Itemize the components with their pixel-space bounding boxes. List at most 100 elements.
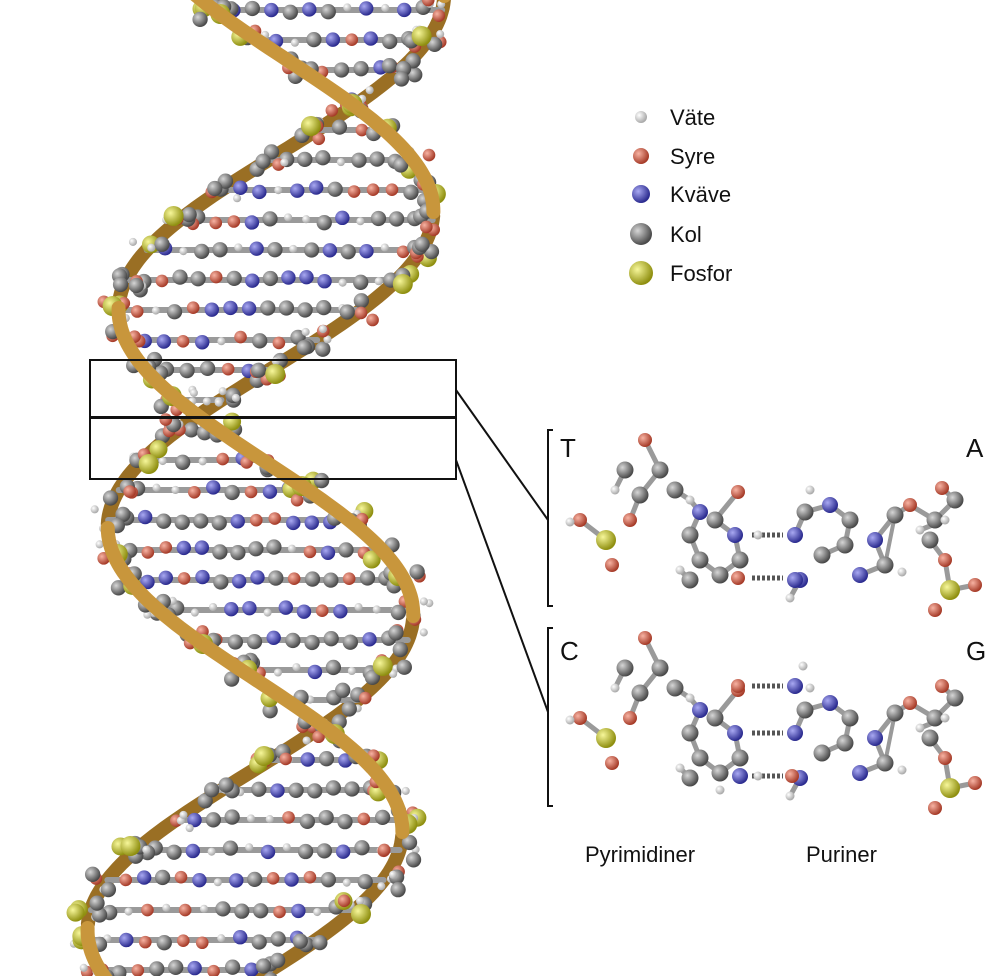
pair-label-a: A — [966, 433, 984, 463]
hydrogen-atom — [214, 398, 223, 407]
oxygen-atom — [209, 270, 223, 284]
phosphorus-atom — [411, 26, 432, 46]
hydrogen-atom — [199, 904, 209, 913]
carbon-atom — [267, 242, 283, 258]
hydrogen-atom — [419, 628, 428, 637]
nitrogen-atom — [325, 32, 341, 47]
hydrogen-atom — [318, 325, 328, 334]
carbon-atom — [886, 506, 904, 524]
nitrogen-atom — [300, 752, 315, 767]
carbon-atom — [285, 632, 301, 649]
hydrogen-atom — [143, 610, 152, 619]
backbone-ribbon-a — [247, 829, 410, 976]
nitrogen-atom — [299, 269, 314, 285]
carbon-atom — [616, 659, 634, 677]
hydrogen-atom — [753, 530, 763, 540]
carbon-atom — [172, 269, 188, 285]
nitrogen-atom — [692, 504, 708, 520]
phosphorus-atom — [362, 550, 381, 569]
carbon-atom — [381, 58, 398, 74]
oxygen-atom — [227, 215, 241, 228]
carbon-atom — [876, 754, 894, 772]
phosphorus-atom — [350, 904, 371, 924]
carbon-atom — [252, 903, 269, 919]
carbon-atom — [166, 844, 182, 860]
oxygen-atom — [623, 513, 637, 527]
nitrogen-atom — [335, 210, 350, 226]
hydrogen-atom — [610, 485, 620, 495]
hydrogen-atom — [147, 243, 156, 252]
hydrogen-atom — [290, 38, 299, 47]
nitrogen-atom — [260, 844, 276, 860]
oxygen-atom — [178, 903, 192, 917]
carbon-atom — [335, 682, 351, 698]
legend-item-carbon: Kol — [630, 222, 702, 247]
carbon-atom — [393, 157, 409, 173]
carbon-atom — [342, 634, 359, 650]
oxygen-atom — [312, 730, 325, 744]
oxygen-atom — [119, 873, 133, 887]
carbon-atom — [128, 277, 145, 294]
carbon-atom — [213, 574, 229, 590]
nitrogen-atom — [727, 725, 743, 741]
carbon-atom — [262, 211, 278, 227]
oxygen-atom — [186, 301, 200, 314]
hydrogen-atom — [323, 335, 332, 344]
nitrogen-atom — [156, 334, 172, 349]
hydrogen-atom — [675, 565, 685, 575]
hydrogen-atom — [336, 158, 345, 167]
legend-label-nitrogen: Kväve — [670, 182, 731, 207]
nitrogen-atom — [242, 600, 257, 616]
phosphorus-atom — [149, 440, 168, 459]
hydrogen-atom — [217, 934, 226, 943]
phosphorus-atom-icon — [629, 261, 653, 285]
oxygen-atom — [315, 604, 329, 618]
carbon-atom — [84, 866, 101, 882]
carbon-atom — [393, 71, 410, 87]
carbon-atom — [926, 709, 944, 727]
hydrogen-atom — [202, 397, 211, 406]
hydrogen-atom — [95, 540, 104, 549]
nitrogen-atom — [284, 872, 299, 887]
hydrogen-atom-icon — [635, 111, 647, 123]
carbon-atom — [388, 211, 405, 227]
carbon-atom — [333, 62, 350, 78]
carbon-atom — [396, 659, 412, 675]
legend-label-hydrogen: Väte — [670, 105, 715, 130]
nitrogen-atom — [281, 270, 296, 285]
carbon-atom — [252, 333, 268, 349]
hydrogen-atom — [388, 870, 398, 879]
carbon-atom — [370, 210, 387, 227]
carbon-atom — [269, 952, 286, 969]
hydrogen-atom — [207, 847, 216, 856]
oxygen-atom — [422, 148, 436, 162]
hydrogen-atom — [280, 158, 289, 167]
carbon-atom — [224, 809, 240, 825]
base-pair-cytosine-guanine — [565, 631, 982, 815]
carbon-atom — [260, 300, 276, 316]
carbon-atom — [262, 703, 278, 719]
hydrogen-atom — [389, 669, 398, 678]
hydrogen-atom — [292, 663, 301, 672]
phosphorus-atom — [66, 903, 85, 922]
carbon-atom — [946, 491, 964, 509]
carbon-atom — [299, 813, 316, 830]
nitrogen-atom — [233, 180, 248, 195]
carbon-atom — [262, 270, 278, 287]
carbon-atom — [306, 31, 322, 48]
carbon-atom — [921, 729, 939, 747]
nitrogen-atom — [262, 484, 278, 499]
oxygen-atom-icon — [633, 148, 649, 164]
carbon-atom — [297, 302, 313, 318]
carbon-atom — [681, 724, 699, 742]
carbon-atom — [706, 709, 724, 727]
carbon-atom — [154, 869, 171, 886]
hydrogen-atom — [124, 907, 133, 916]
carbon-atom — [390, 604, 407, 621]
oxygen-atom — [357, 812, 371, 826]
carbon-atom — [218, 777, 234, 793]
carbon-atom — [706, 511, 724, 529]
carbon-atom — [315, 341, 331, 357]
carbon-atom — [921, 531, 939, 549]
hydrogen-atom — [231, 393, 240, 402]
